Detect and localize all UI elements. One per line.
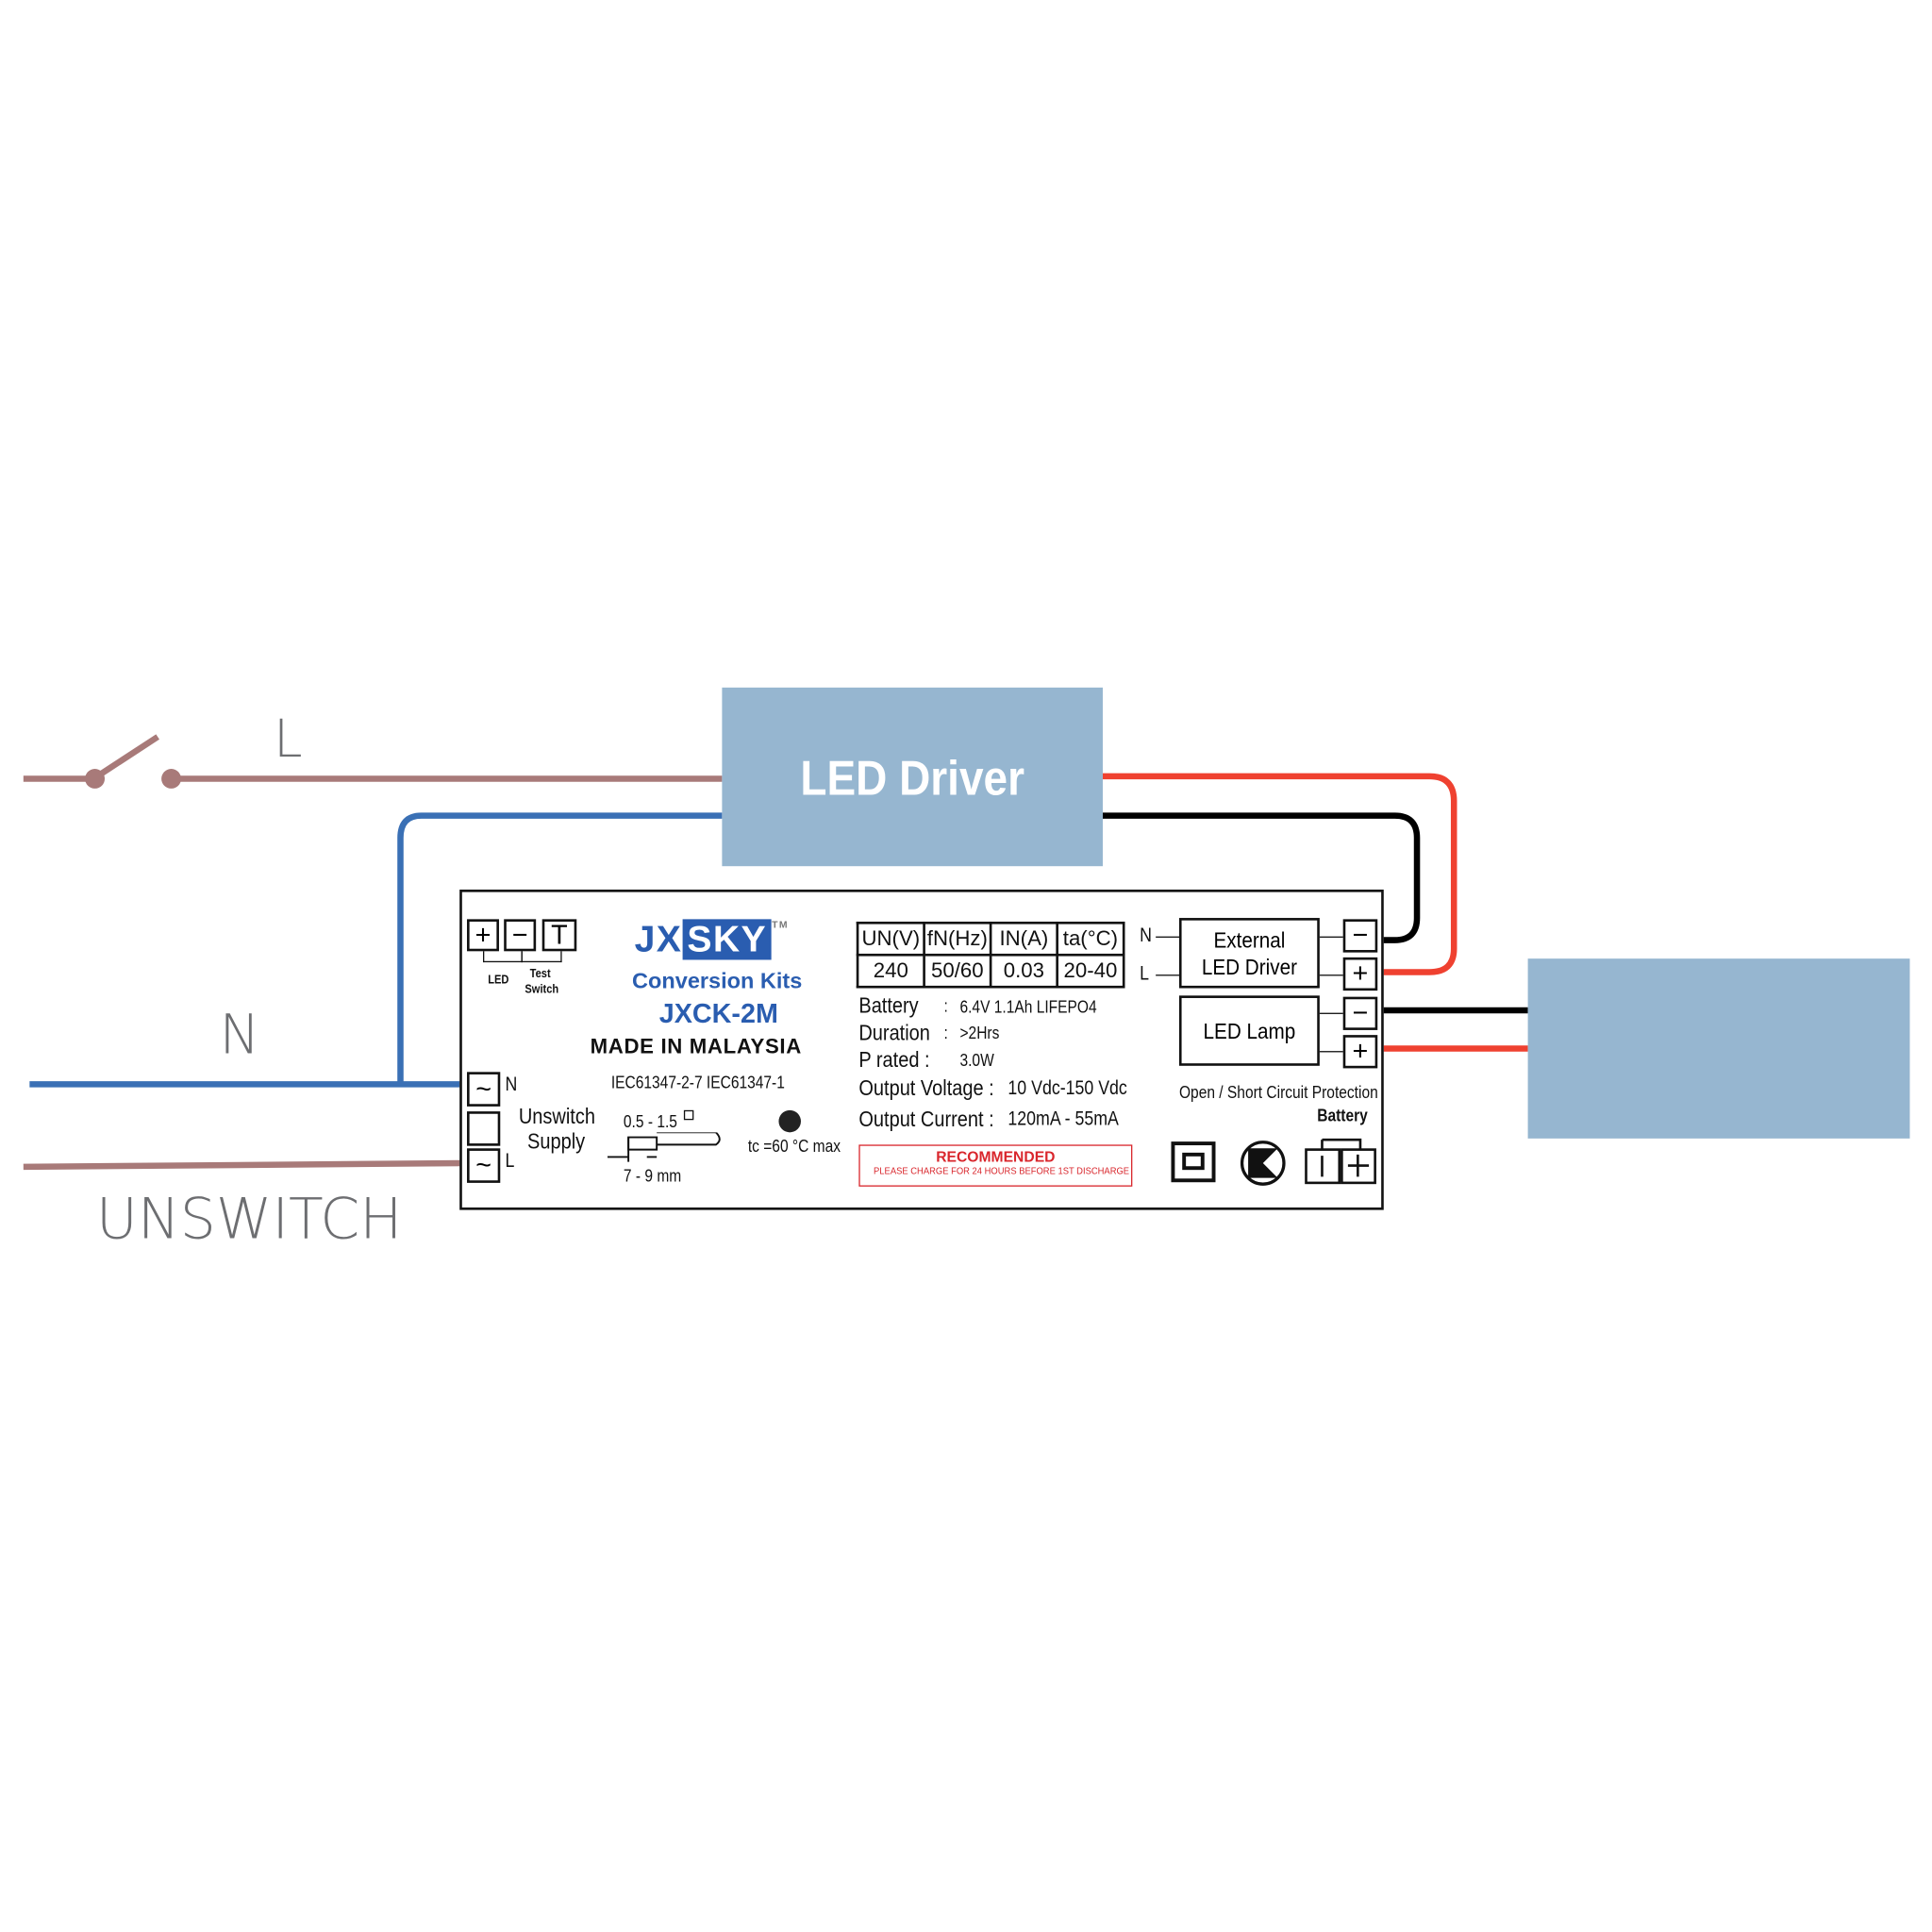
header-voltage: UN(V) xyxy=(856,921,925,957)
led-bracket xyxy=(482,951,523,963)
switch-contact-right xyxy=(161,769,181,789)
lamp-symbol-icon xyxy=(1240,1141,1286,1186)
double-insulation-icon xyxy=(1171,1141,1216,1183)
n-terminal: ~ xyxy=(467,1072,501,1107)
wire-size: 0.5 - 1.5 xyxy=(623,1111,677,1132)
lead-1 xyxy=(1319,936,1344,938)
recommended-notice: RECOMMENDED PLEASE CHARGE FOR 24 HOURS B… xyxy=(858,1144,1133,1187)
product-line: Conversion Kits xyxy=(632,968,803,993)
test-terminal: T xyxy=(541,919,577,952)
switch-label: Switch xyxy=(525,983,559,997)
driver-positive-wire xyxy=(1102,773,1457,975)
external-driver-block: External LED Driver xyxy=(1178,918,1320,989)
live-label: L xyxy=(273,708,303,770)
ext-l-label: L xyxy=(1140,963,1150,985)
spec-sep-duration: : xyxy=(943,1023,948,1042)
spec-value-battery: 6.4V 1.1Ah LIFEPO4 xyxy=(959,996,1097,1017)
led-lamp-text: LED Lamp xyxy=(1203,1019,1296,1044)
value-voltage: 240 xyxy=(856,953,925,989)
spec-sep-battery: : xyxy=(943,995,948,1016)
standards: IEC61347-2-7 IEC61347-1 xyxy=(610,1072,785,1092)
brand-sky: SKY xyxy=(682,919,773,960)
led-plus-terminal: + xyxy=(467,919,499,952)
spec-key-duration: Duration xyxy=(858,1020,930,1045)
test-bracket xyxy=(521,951,562,963)
tc-point-icon xyxy=(778,1109,801,1133)
led-minus-terminal: − xyxy=(504,919,537,952)
ext-l-lead xyxy=(1156,974,1181,976)
spec-value-output-current: 120mA - 55mA xyxy=(1008,1108,1119,1130)
lamp-minus-terminal: − xyxy=(1342,996,1378,1030)
value-current: 0.03 xyxy=(989,953,1058,989)
earth-terminal xyxy=(467,1111,501,1146)
header-frequency: fN(Hz) xyxy=(923,921,992,957)
wire-square-icon xyxy=(683,1109,694,1121)
protection-text: Open / Short Circuit Protection xyxy=(1178,1081,1378,1102)
ext-n-lead xyxy=(1156,936,1181,938)
recommended-text: PLEASE CHARGE FOR 24 HOURS BEFORE 1ST DI… xyxy=(874,1165,1130,1177)
switch-lever xyxy=(95,734,159,779)
driver-plus-terminal: + xyxy=(1342,957,1378,991)
spec-key-battery: Battery xyxy=(858,992,919,1018)
header-temperature: ta(°C) xyxy=(1056,921,1125,957)
supply-text: Supply xyxy=(527,1128,586,1154)
spec-key-output-voltage: Output Voltage : xyxy=(858,1075,994,1101)
led-label: LED xyxy=(488,973,509,988)
wire-strip-icon xyxy=(607,1132,721,1162)
certification-symbols xyxy=(1171,1138,1376,1186)
led-lamp-box xyxy=(1527,958,1910,1139)
spec-key-output-current: Output Current : xyxy=(858,1106,994,1132)
strip-length: 7 - 9 mm xyxy=(623,1165,682,1186)
driver-minus-terminal: − xyxy=(1342,919,1378,953)
header-current: IN(A) xyxy=(989,921,1058,957)
spec-value-output-voltage: 10 Vdc-150 Vdc xyxy=(1008,1077,1127,1100)
recommended-title: RECOMMENDED xyxy=(936,1148,1056,1166)
brand-jx: JX xyxy=(634,919,683,960)
neutral-label: N xyxy=(219,1004,260,1068)
unswitch-live-wire xyxy=(23,1159,462,1171)
spec-key-power: P rated : xyxy=(858,1047,930,1073)
rating-table: UN(V) fN(Hz) IN(A) ta(°C) 240 50/60 0.03… xyxy=(856,921,1125,989)
origin: MADE IN MALAYSIA xyxy=(590,1035,802,1058)
led-lamp-block: LED Lamp xyxy=(1178,995,1320,1066)
n-terminal-label: N xyxy=(505,1074,518,1096)
unswitch-label: UNSWITCH xyxy=(95,1185,403,1253)
lamp-plus-terminal: + xyxy=(1342,1035,1378,1069)
switch-contact-left xyxy=(85,769,106,789)
external-driver-line1: External xyxy=(1213,927,1286,953)
lead-2 xyxy=(1319,974,1344,976)
l-terminal: ~ xyxy=(467,1148,501,1183)
battery-label: Battery xyxy=(1317,1105,1368,1125)
driver-negative-wire xyxy=(1102,812,1421,943)
tc-rating: tc =60 °C max xyxy=(747,1136,841,1157)
lead-3 xyxy=(1319,1012,1344,1014)
value-temperature: 20-40 xyxy=(1056,953,1125,989)
battery-icon xyxy=(1305,1138,1376,1185)
spec-value-duration: >2Hrs xyxy=(959,1023,1000,1042)
led-driver-box: LED Driver xyxy=(722,687,1103,867)
value-frequency: 50/60 xyxy=(923,953,992,989)
test-label: Test xyxy=(529,967,551,981)
spec-value-power: 3.0W xyxy=(959,1049,994,1070)
neutral-wire-driver xyxy=(397,812,723,1085)
ext-n-label: N xyxy=(1140,924,1152,947)
model-number: JXCK-2M xyxy=(658,997,778,1029)
external-driver-line2: LED Driver xyxy=(1201,955,1297,980)
unswitch-text: Unswitch xyxy=(518,1104,595,1129)
led-driver-label: LED Driver xyxy=(800,751,1024,807)
lead-4 xyxy=(1319,1051,1344,1053)
l-terminal-label: L xyxy=(505,1150,515,1173)
trademark: TM xyxy=(772,919,789,931)
